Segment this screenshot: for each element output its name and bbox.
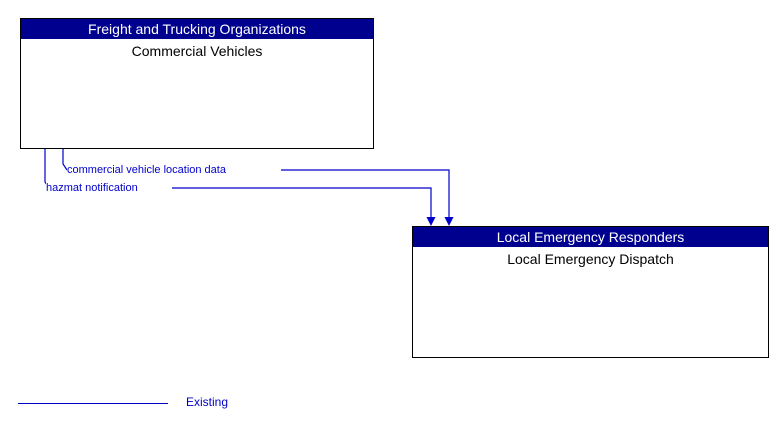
flow-arrowhead-commercial-vehicle-location-data — [444, 217, 454, 226]
legend-label-existing: Existing — [186, 395, 229, 409]
entity-box-commercial-vehicles[interactable]: Freight and Trucking Organizations Comme… — [20, 18, 374, 149]
entity-stakeholder-header-local-emergency-responders: Local Emergency Responders — [413, 227, 768, 247]
flow-line-commercial-vehicle-location-data-run — [281, 169, 450, 219]
flow-line-hazmat-notification-run — [172, 187, 432, 219]
entity-box-local-emergency-dispatch[interactable]: Local Emergency Responders Local Emergen… — [412, 226, 769, 358]
entity-stakeholder-header-freight-and-trucking-organizations: Freight and Trucking Organizations — [21, 19, 373, 39]
flow-label-commercial-vehicle-location-data[interactable]: commercial vehicle location data — [67, 164, 226, 176]
flow-label-hazmat-notification[interactable]: hazmat notification — [46, 182, 138, 194]
legend: Existing — [18, 394, 338, 416]
entity-name-commercial-vehicles: Commercial Vehicles — [131, 43, 263, 59]
entity-name-local-emergency-dispatch: Local Emergency Dispatch — [507, 251, 674, 267]
flow-arrowhead-hazmat-notification — [426, 217, 436, 226]
legend-line-swatch-existing — [18, 403, 168, 404]
